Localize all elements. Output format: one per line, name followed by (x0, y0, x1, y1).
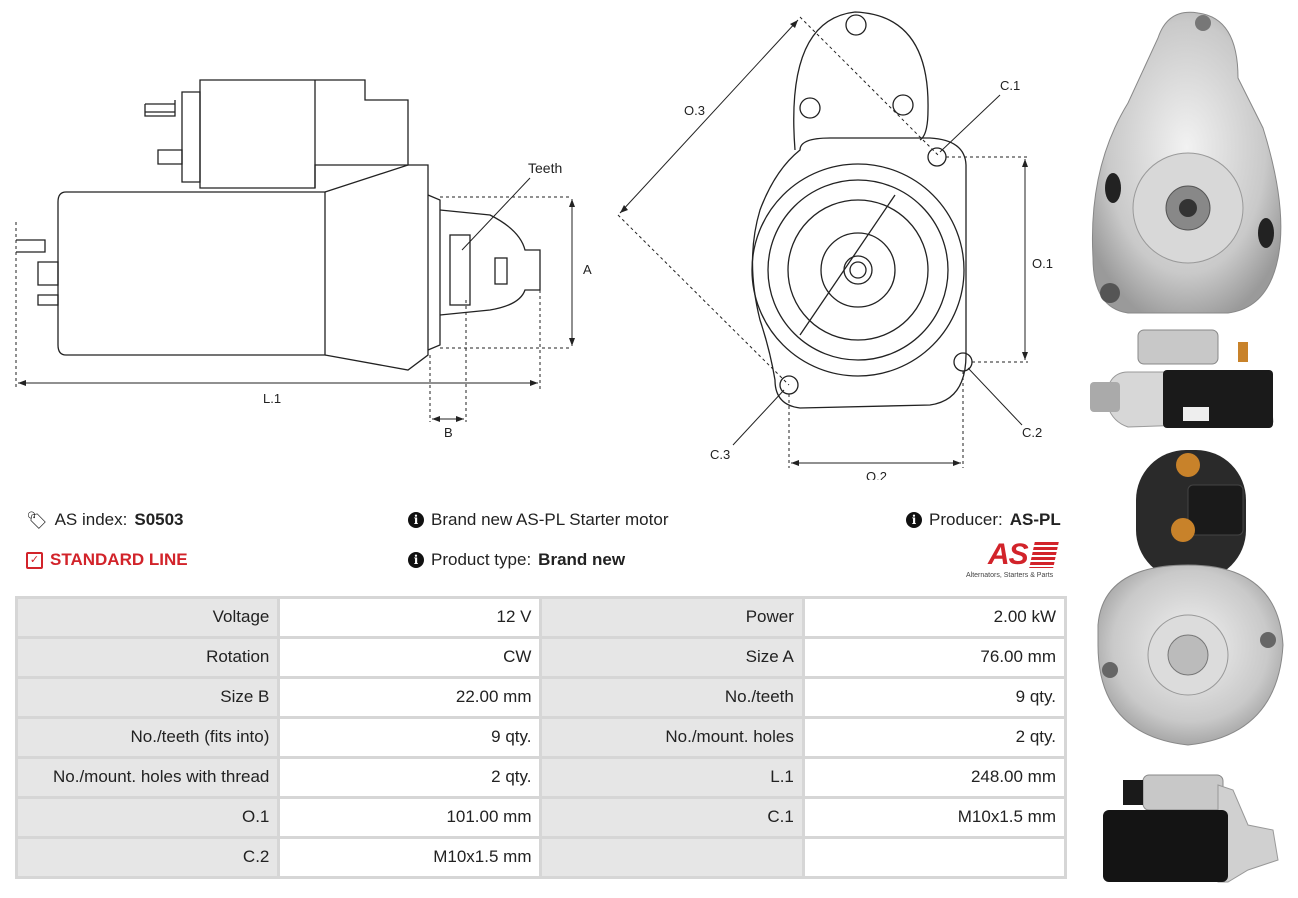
logo-tagline: Alternators, Starters & Parts (966, 572, 1054, 579)
as-index-value: S0503 (134, 510, 184, 529)
logo-mark: AS (988, 538, 1029, 571)
product-photo-rear (1088, 445, 1288, 755)
producer-value: AS-PL (1009, 510, 1061, 529)
spec-label: No./teeth (fits into) (18, 719, 278, 756)
spec-label: No./teeth (542, 679, 802, 716)
spec-value: M10x1.5 mm (804, 799, 1064, 836)
spec-value: 12 V (280, 599, 540, 636)
spec-value: 2 qty. (280, 759, 540, 796)
info-icon: i (408, 552, 424, 568)
label-l1: L.1 (263, 391, 281, 406)
label-c1: C.1 (1000, 78, 1020, 93)
spec-label (542, 839, 802, 876)
spec-label: Size A (542, 639, 802, 676)
spec-label: No./mount. holes (542, 719, 802, 756)
spec-label: O.1 (18, 799, 278, 836)
label-teeth: Teeth (528, 160, 562, 176)
table-row: No./teeth (fits into)9 qty.No./mount. ho… (18, 719, 1064, 756)
spec-label: Size B (18, 679, 278, 716)
standard-line: ✓ STANDARD LINE (26, 550, 188, 570)
spec-label: L.1 (542, 759, 802, 796)
label-o1: O.1 (1032, 256, 1053, 271)
spec-value: 2.00 kW (804, 599, 1064, 636)
product-type-value: Brand new (538, 550, 626, 569)
producer-label: Producer: (929, 510, 1003, 529)
as-pl-logo: AS Alternators, Starters & Parts (960, 540, 1070, 584)
spec-value: 9 qty. (804, 679, 1064, 716)
spec-label: Rotation (18, 639, 278, 676)
label-o3: O.3 (684, 103, 705, 118)
standard-line-label: STANDARD LINE (50, 550, 188, 569)
spec-value: 22.00 mm (280, 679, 540, 716)
as-index-label: AS index: (54, 510, 128, 529)
label-c3: C.3 (710, 447, 730, 462)
product-type: i Product type: Brand new (408, 550, 625, 570)
description: i Brand new AS-PL Starter motor (408, 510, 668, 530)
spec-value: 248.00 mm (804, 759, 1064, 796)
spec-label: No./mount. holes with thread (18, 759, 278, 796)
logo-stripes (1029, 542, 1059, 568)
spec-value: 9 qty. (280, 719, 540, 756)
tags-icon: 🏷 (26, 510, 48, 530)
product-photo-side-2 (1088, 770, 1288, 890)
spec-value: 76.00 mm (804, 639, 1064, 676)
spec-value (804, 839, 1064, 876)
spec-value: 2 qty. (804, 719, 1064, 756)
technical-drawing: Teeth A L.1 B (15, 11, 1053, 480)
spec-label: C.1 (542, 799, 802, 836)
producer: i Producer: AS-PL (906, 510, 1061, 530)
spec-label: C.2 (18, 839, 278, 876)
label-b: B (444, 425, 453, 440)
description-text: Brand new AS-PL Starter motor (431, 510, 669, 529)
spec-label: Power (542, 599, 802, 636)
product-photo-side-1 (1088, 322, 1288, 434)
spec-value: 101.00 mm (280, 799, 540, 836)
product-type-label: Product type: (431, 550, 532, 569)
label-o2: O.2 (866, 469, 887, 480)
label-a: A (583, 262, 592, 277)
product-photo-front (1088, 8, 1288, 320)
spec-value: CW (280, 639, 540, 676)
as-index: 🏷 AS index: S0503 (26, 510, 184, 530)
spec-value: M10x1.5 mm (280, 839, 540, 876)
label-c2: C.2 (1022, 425, 1042, 440)
info-icon: i (906, 512, 922, 528)
info-icon: i (408, 512, 424, 528)
spec-label: Voltage (18, 599, 278, 636)
checkbox-icon: ✓ (26, 551, 43, 569)
